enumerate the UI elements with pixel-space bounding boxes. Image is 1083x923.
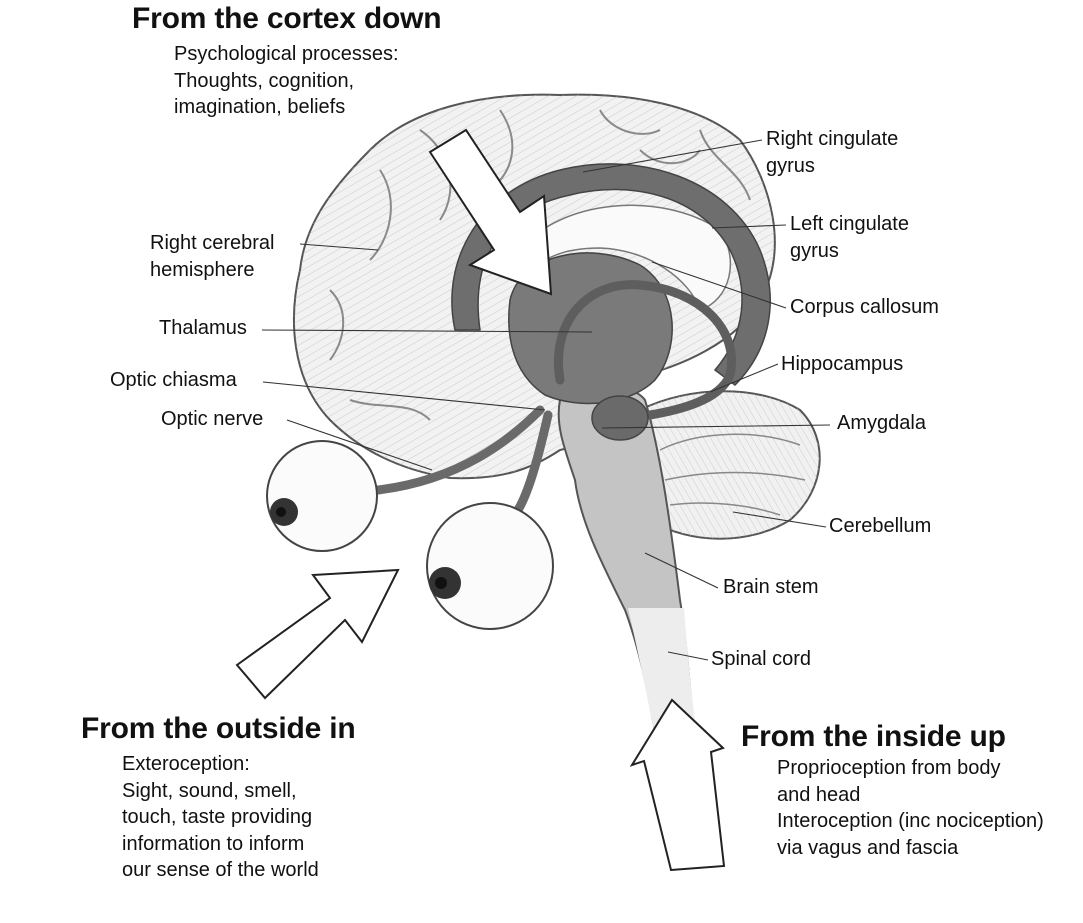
arrow-inside-up: [629, 698, 726, 872]
description-line: Thoughts, cognition,: [174, 69, 355, 92]
optic-nerve-left: [373, 405, 545, 495]
cerebellum-shape: [630, 390, 821, 540]
description-line: Psychological processes:: [174, 43, 399, 65]
description-outside-in: Exteroception: Sight, sound, smell, touc…: [122, 751, 319, 884]
label-amygdala: Amygdala: [837, 412, 926, 434]
label-optic-nerve: Optic nerve: [161, 408, 264, 430]
description-cortex-down: Psychological processes: Thoughts, cogni…: [174, 41, 399, 121]
description-line: imagination, beliefs: [174, 96, 346, 118]
label-spinal-cord: Spinal cord: [711, 648, 812, 670]
label-thalamus: Thalamus: [159, 317, 247, 339]
description-line: Proprioception from body: [777, 757, 1001, 779]
label-right-cingulate-gyrus: Right cingulate gyrus: [766, 126, 898, 180]
description-line: Exteroception:: [122, 753, 250, 775]
arrow-cortex-down: [428, 128, 553, 296]
label-line: Right cingulate: [766, 128, 899, 150]
label-optic-chiasma: Optic chiasma: [110, 369, 237, 391]
label-right-cerebral-hemisphere: Right cerebral hemisphere: [150, 230, 275, 284]
heading-inside-up: From the inside up: [741, 720, 1006, 753]
heading-cortex-down: From the cortex down: [132, 2, 442, 35]
description-line: our sense of the world: [122, 859, 319, 881]
description-line: information to inform: [122, 832, 305, 855]
eyeball-right: [426, 502, 554, 630]
leader-lines: [261, 139, 831, 661]
label-cerebellum: Cerebellum: [829, 515, 932, 537]
label-hippocampus: Hippocampus: [781, 353, 904, 375]
eyeball-left: [266, 440, 378, 552]
description-line: touch, taste providing: [122, 806, 313, 828]
cingulate-gyrus-shape: [451, 163, 771, 386]
label-corpus-callosum: Corpus callosum: [790, 296, 939, 318]
label-line: gyrus: [766, 155, 815, 177]
description-inside-up: Proprioception from body and head Intero…: [777, 755, 1044, 861]
label-line: Right cerebral: [150, 232, 275, 254]
label-line: Left cingulate: [790, 213, 909, 235]
heading-outside-in: From the outside in: [81, 712, 356, 745]
arrow-outside-in: [235, 568, 400, 700]
amygdala-shape: [591, 395, 649, 441]
label-left-cingulate-gyrus: Left cingulate gyrus: [790, 211, 909, 265]
optic-nerve-right: [513, 410, 553, 515]
description-line: Interoception (inc nociception): [777, 810, 1044, 832]
label-line: gyrus: [790, 240, 839, 262]
description-line: and head: [777, 783, 861, 806]
description-line: Sight, sound, smell,: [122, 779, 297, 802]
description-line: via vagus and fascia: [777, 836, 959, 859]
label-line: hemisphere: [150, 259, 255, 281]
label-brain-stem: Brain stem: [723, 576, 819, 598]
fornix-shape: [554, 280, 736, 420]
